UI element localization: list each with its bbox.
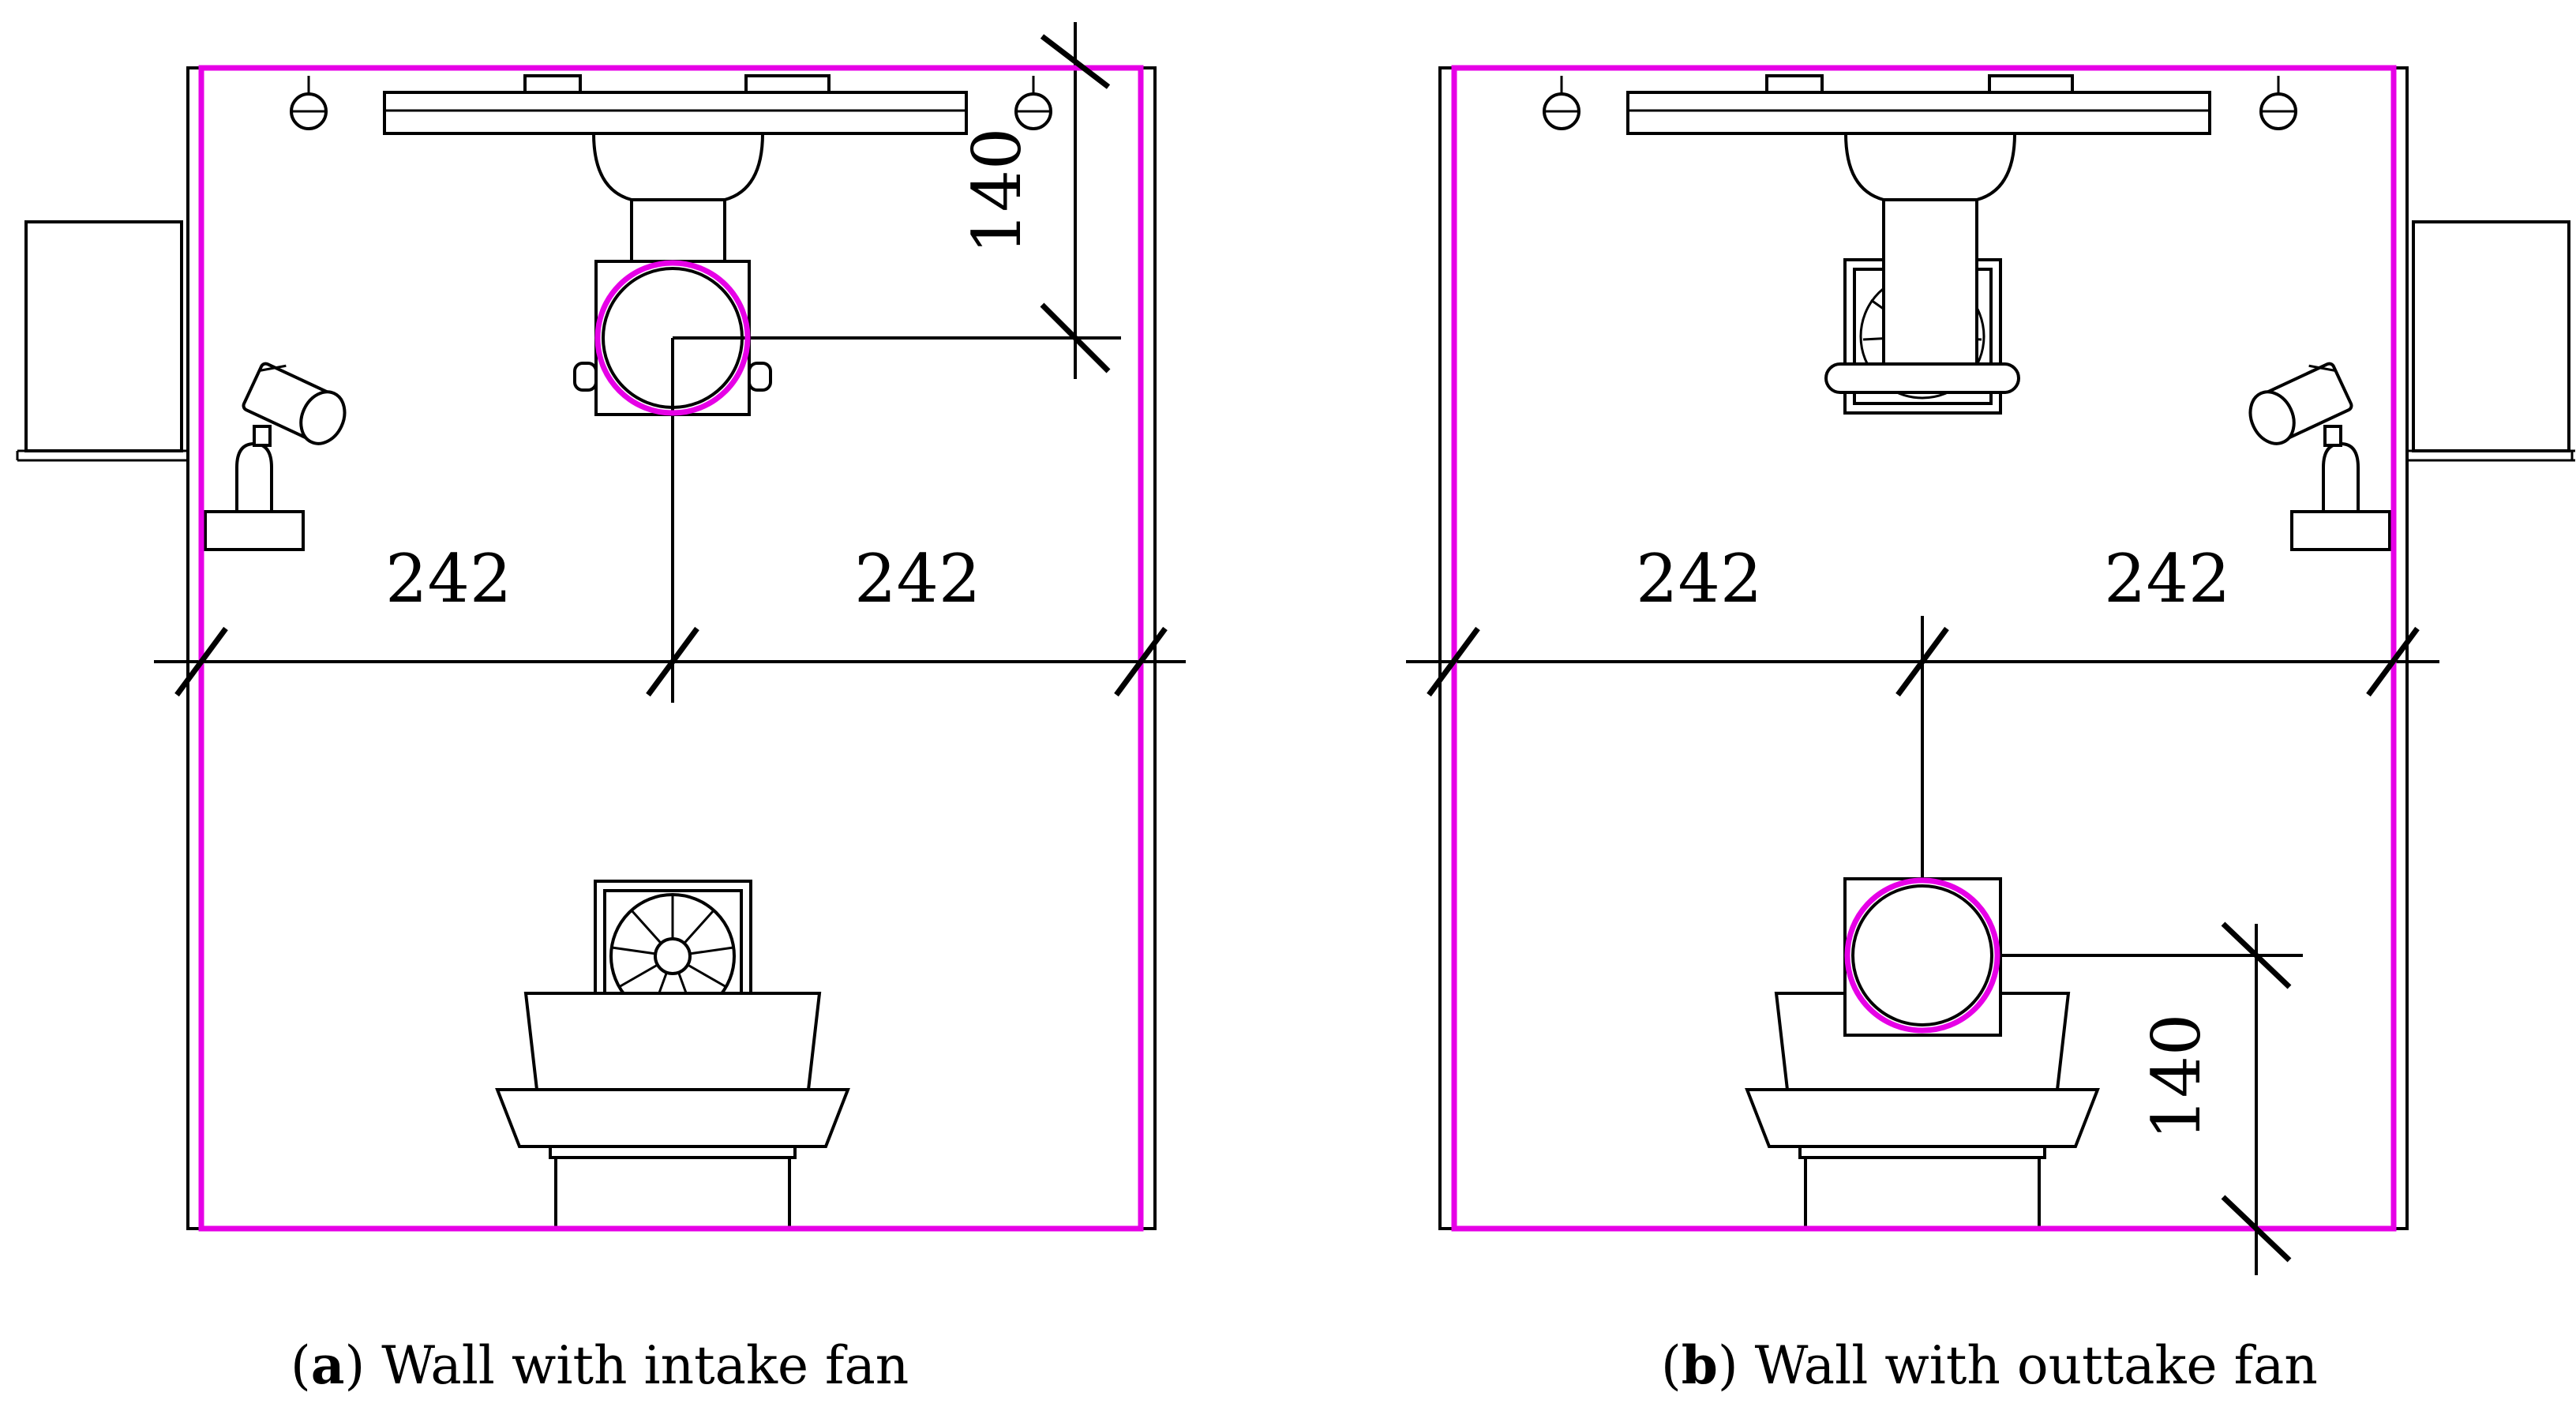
- dimension-label-left: 242: [1636, 540, 1762, 617]
- external-unit: [24, 220, 183, 452]
- caption-b: (b) Wall with outtake fan: [1661, 1334, 2318, 1396]
- caption-a: (a) Wall with intake fan: [291, 1334, 909, 1396]
- dimension-label-right: 242: [2104, 540, 2230, 617]
- fan-stand: [495, 992, 850, 1230]
- camera-lens-highlight: [1844, 877, 2000, 1034]
- dimension-label-fan-offset: 140: [958, 128, 1036, 254]
- ceiling-rack: [1626, 74, 2211, 135]
- dimension-label-fan-offset: 140: [2138, 1014, 2215, 1140]
- panel-b: 242 242 140: [1406, 65, 2575, 1275]
- dimension-label-right: 242: [854, 540, 981, 617]
- measurement-boundary: [198, 65, 1144, 1232]
- ceiling-lamp-icon: [290, 76, 328, 130]
- measurement-boundary: [1451, 65, 2397, 1232]
- caption-text: Wall with outtake fan: [1754, 1335, 2318, 1396]
- dimension-label-left: 242: [385, 540, 512, 617]
- external-unit: [2412, 220, 2570, 452]
- ceiling-lamp-icon: [2259, 76, 2297, 130]
- camera-mount: [1824, 132, 2020, 394]
- caption-letter: b: [1681, 1334, 1718, 1396]
- spotlight-icon: [2248, 362, 2391, 551]
- ceiling-lamp-icon: [1543, 76, 1580, 130]
- ceiling-rack: [383, 74, 968, 135]
- ceiling-lamp-icon: [1014, 76, 1052, 130]
- spotlight-icon: [204, 362, 347, 551]
- caption-letter: a: [310, 1334, 345, 1396]
- intake-fan-icon: [594, 880, 752, 1019]
- caption-text: Wall with intake fan: [381, 1335, 909, 1396]
- camera-lens-highlight: [594, 260, 751, 416]
- panel-a: 242 242 140: [16, 22, 1186, 1232]
